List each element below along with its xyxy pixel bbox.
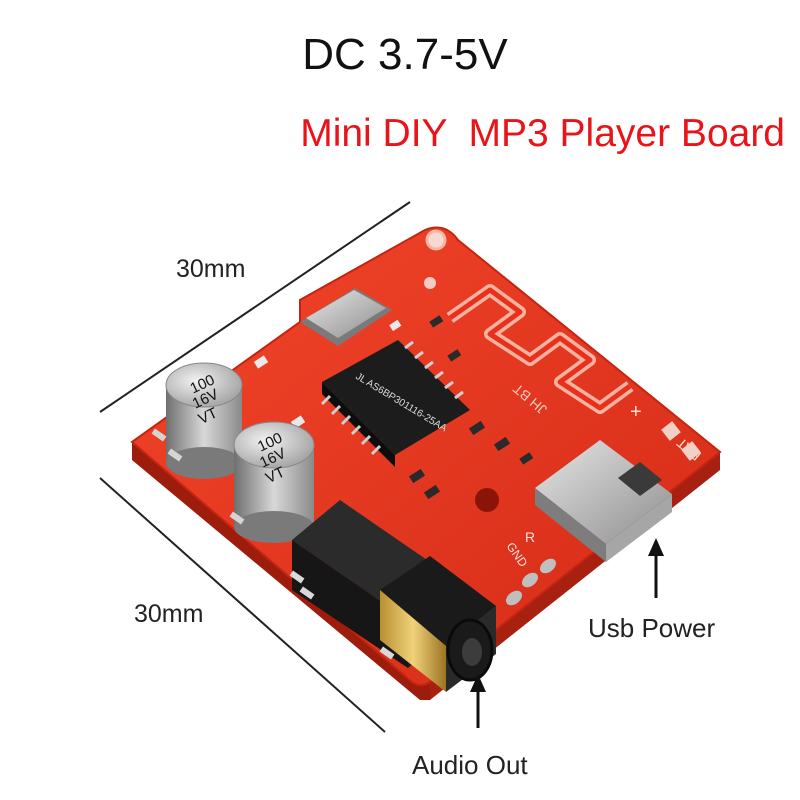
mounting-hole	[425, 229, 447, 251]
pad-small	[424, 277, 436, 289]
edge-pads	[151, 428, 245, 525]
battery-pad	[661, 421, 681, 441]
cap2-line3: VT	[263, 464, 288, 488]
capacitor-1: 100 16V VT	[165, 362, 243, 479]
capacitor-2: 100 16V VT	[233, 421, 315, 543]
dimension-line-top	[99, 201, 411, 413]
battery-pad-2	[681, 441, 701, 461]
dimension-label-side: 30mm	[134, 600, 204, 628]
mounting-hole-center	[475, 488, 499, 512]
antenna-trace-inner	[448, 287, 632, 411]
voltage-title: DC 3.7-5V	[302, 30, 508, 79]
dimension-line-side	[99, 477, 386, 733]
cap1-line3: VT	[196, 405, 221, 429]
audio-out-label: Audio Out	[412, 750, 528, 780]
dimension-label-top: 30mm	[176, 255, 246, 283]
output-pads	[506, 558, 556, 606]
silkscreen-plus: +	[630, 401, 642, 423]
main-chip: JL AS6BP301116-25AA	[320, 340, 470, 467]
usb-arrow	[648, 538, 664, 598]
silkscreen-r: R	[525, 529, 535, 545]
crystal-oscillator	[300, 288, 392, 346]
micro-usb-connector	[535, 440, 672, 562]
usb-power-label: Usb Power	[588, 613, 716, 643]
audio-arrow	[470, 674, 486, 728]
product-title: Mini DIY MP3 Player Board	[300, 112, 785, 155]
audio-jack	[289, 500, 496, 692]
